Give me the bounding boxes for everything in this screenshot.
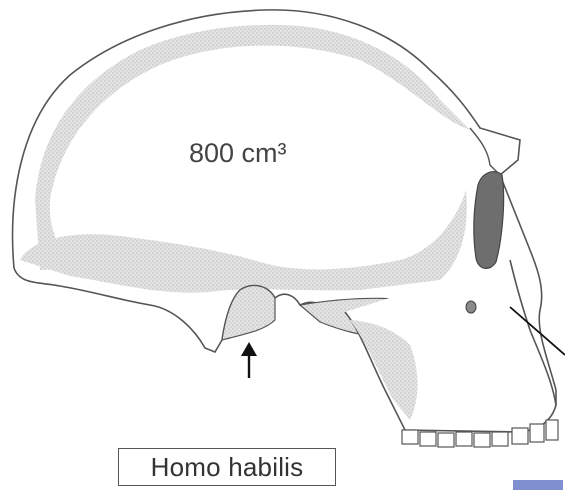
corner-mark bbox=[513, 480, 563, 490]
species-caption: Homo habilis bbox=[151, 452, 304, 483]
eye-socket bbox=[474, 172, 504, 269]
foramen-dot bbox=[466, 301, 476, 313]
species-caption-box: Homo habilis bbox=[118, 448, 336, 486]
cranial-volume-label: 800 cm³ bbox=[189, 138, 287, 168]
arrow-up-icon bbox=[241, 342, 257, 378]
mastoid-region bbox=[222, 286, 275, 340]
